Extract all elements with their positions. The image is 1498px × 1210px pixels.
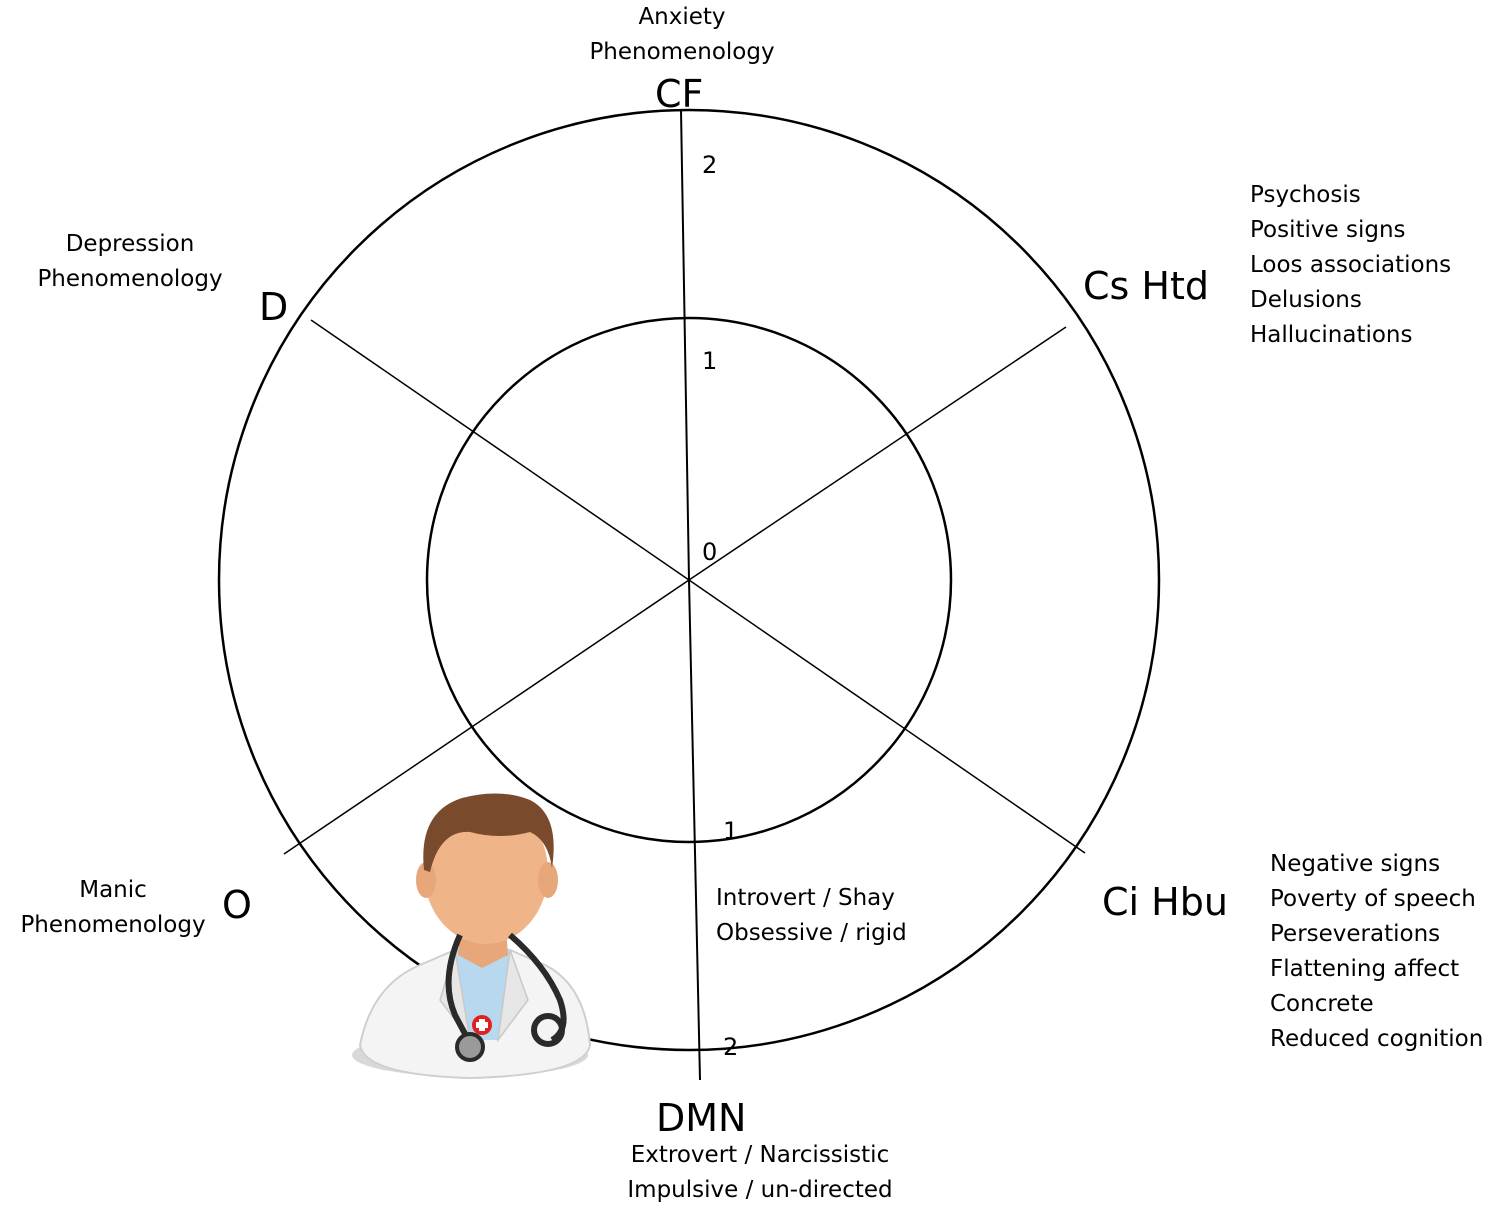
spoke-dmn [688,579,701,1081]
axis-label-dmn: DMN [656,1096,747,1140]
axis-label-cs-htd: Cs Htd [1083,264,1210,308]
scale-one-bottom: 1 [723,817,739,845]
inner-circle [425,316,953,844]
psychosis-list: Psychosis Positive signs Loos associatio… [1250,178,1451,353]
spoke-ci-hbu [688,579,1086,854]
depression-line-2: Phenomenology [37,266,223,292]
extrovert-line-2: Impulsive / un-directed [627,1177,893,1203]
introvert-line-2: Obsessive / rigid [716,920,907,946]
extrovert-label: Extrovert / Narcissistic Impulsive / un-… [600,1138,920,1208]
manic-line-2: Phenomenology [20,912,206,938]
spoke-d [310,319,690,581]
spoke-o [283,579,690,855]
psychosis-line-1: Psychosis [1250,182,1361,208]
depression-line-1: Depression [65,231,195,257]
anxiety-line-1: Anxiety [638,4,726,30]
psychosis-line-3: Loos associations [1250,252,1452,278]
psychosis-line-4: Delusions [1250,287,1362,313]
negative-line-6: Reduced cognition [1270,1026,1484,1052]
axis-label-o: O [222,883,252,927]
psychosis-line-2: Positive signs [1250,217,1406,243]
spoke-cs-htd [688,326,1067,581]
manic-line-1: Manic [79,877,147,903]
scale-two-top: 2 [702,151,718,179]
extrovert-line-1: Extrovert / Narcissistic [630,1142,890,1168]
scale-two-bottom: 2 [723,1033,739,1061]
negative-line-2: Poverty of speech [1270,886,1476,912]
scale-zero: 0 [702,538,718,566]
negative-line-4: Flattening affect [1270,956,1460,982]
manic-label: Manic Phenomenology [0,873,226,943]
outer-circle [217,108,1161,1052]
spoke-cf [680,109,690,581]
axis-label-d: D [259,285,289,329]
axis-label-ci-hbu: Ci Hbu [1102,880,1228,924]
depression-label: Depression Phenomenology [10,227,250,297]
doctor-avatar-icon [352,793,592,1080]
introvert-label: Introvert / Shay Obsessive / rigid [716,881,907,951]
axis-label-cf: CF [655,72,704,116]
psychosis-line-5: Hallucinations [1250,322,1413,348]
negative-signs-list: Negative signs Poverty of speech Perseve… [1270,847,1483,1057]
introvert-line-1: Introvert / Shay [716,885,895,911]
anxiety-line-2: Phenomenology [589,39,775,65]
negative-line-1: Negative signs [1270,851,1441,877]
scale-one-top: 1 [702,347,718,375]
anxiety-label: Anxiety Phenomenology [560,0,804,70]
negative-line-3: Perseverations [1270,921,1441,947]
negative-line-5: Concrete [1270,991,1374,1017]
